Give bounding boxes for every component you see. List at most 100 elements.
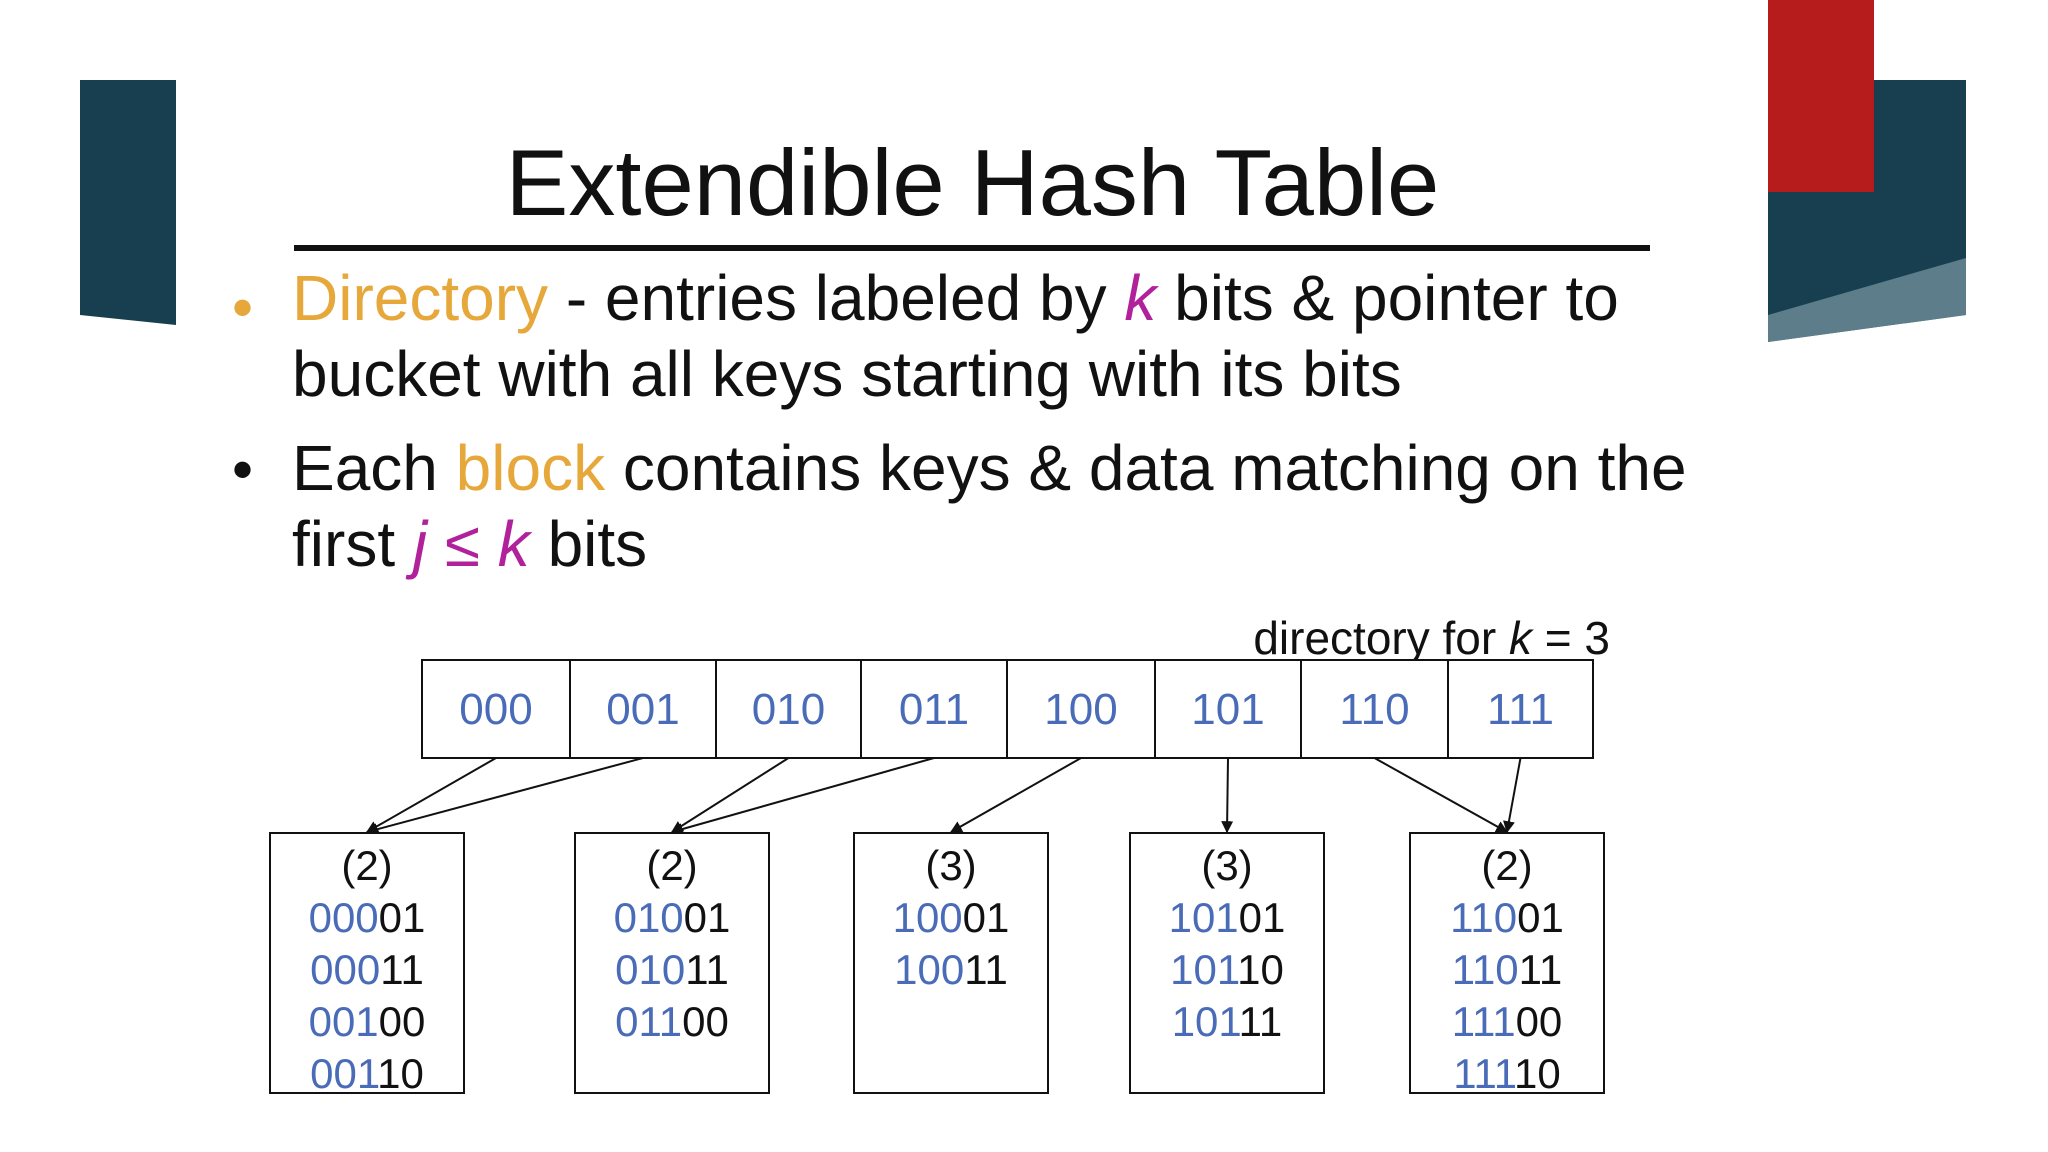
bucket-key: 10011 <box>855 944 1047 996</box>
key-prefix-bits: 010 <box>613 894 684 941</box>
bullet-marker-2: • <box>232 436 254 503</box>
key-prefix-bits: 000 <box>310 946 381 993</box>
pointer-arrow-100 <box>949 757 1082 833</box>
directory-caption-var: k <box>1508 612 1532 664</box>
key-suffix-bits: 00 <box>378 998 426 1045</box>
bullet-1-part-0: Directory <box>292 262 549 334</box>
bucket-key: 01011 <box>576 944 768 996</box>
key-prefix-bits: 010 <box>615 946 686 993</box>
bullet-block: Each block contains keys & data matching… <box>292 430 1752 582</box>
bucket-key: 10101 <box>1131 892 1323 944</box>
directory-entry-000: 000 <box>421 659 571 759</box>
slide-title: Extendible Hash Table <box>505 130 1440 235</box>
bucket-local-depth: (2) <box>341 842 393 889</box>
key-suffix-bits: 01 <box>1517 894 1564 941</box>
key-prefix-bits: 001 <box>308 998 379 1045</box>
bullet-2-part-4: bits <box>529 508 648 580</box>
directory-entry-111: 111 <box>1447 659 1594 759</box>
key-suffix-bits: 10 <box>1514 1050 1561 1097</box>
decorative-left-banner <box>80 80 176 325</box>
bullet-2-part-2: contains keys & data matching on the fir… <box>292 432 1687 580</box>
directory-cell <box>1154 659 1302 759</box>
key-prefix-bits: 001 <box>310 1050 378 1097</box>
bullet-2-part-3: j ≤ k <box>412 508 530 580</box>
directory-entry-label: 101 <box>1191 685 1264 734</box>
directory-entry-110: 110 <box>1300 659 1449 759</box>
key-suffix-bits: 11 <box>685 946 729 993</box>
key-suffix-bits: 00 <box>682 998 729 1045</box>
bucket-key: 01001 <box>576 892 768 944</box>
key-prefix-bits: 000 <box>308 894 379 941</box>
directory-entry-label: 110 <box>1339 685 1409 734</box>
bucket-key: 00100 <box>271 996 463 1048</box>
key-prefix-bits: 101 <box>1168 894 1239 941</box>
pointer-arrow-011 <box>670 757 935 835</box>
key-prefix-bits: 111 <box>1453 1050 1514 1097</box>
key-prefix-bits: 111 <box>1451 998 1516 1045</box>
bucket-key: 10001 <box>855 892 1047 944</box>
key-prefix-bits: 011 <box>615 998 683 1045</box>
directory-entry-label: 000 <box>459 685 532 734</box>
directory-cell <box>569 659 717 759</box>
bucket-key: 11100 <box>1411 996 1603 1048</box>
bucket-key: 10110 <box>1131 944 1323 996</box>
directory-cell <box>860 659 1008 759</box>
key-prefix-bits: 101 <box>1171 998 1239 1045</box>
key-prefix-bits: 100 <box>892 894 963 941</box>
key-suffix-bits: 01 <box>1238 894 1286 941</box>
bucket-local-depth: (2) <box>1481 842 1533 889</box>
key-suffix-bits: 11 <box>1518 946 1563 993</box>
pointer-arrow-101 <box>1221 757 1234 834</box>
directory-caption-suffix: = 3 <box>1531 612 1610 664</box>
bullet-1-part-1: - entries labeled by <box>548 262 1125 334</box>
bucket-key: 00001 <box>271 892 463 944</box>
bullet-1-part-3: bits & pointer to bucket with all keys s… <box>292 262 1619 410</box>
directory-entry-001: 001 <box>569 659 717 759</box>
bucket-key: 11001 <box>1411 892 1603 944</box>
pointer-arrows <box>365 757 1522 835</box>
directory-entry-label: 011 <box>899 685 969 734</box>
decorative-right-banner <box>1768 0 1966 342</box>
bucket-local-depth: (2) <box>646 842 698 889</box>
bucket-key: 00110 <box>271 1048 463 1100</box>
directory-caption-prefix: directory for <box>1253 612 1509 664</box>
directory-cell <box>715 659 862 759</box>
bullet-directory: Directory - entries labeled by k bits & … <box>292 260 1752 412</box>
bullet-2-part-0: Each <box>292 432 456 504</box>
pointer-arrow-001 <box>365 757 644 835</box>
key-suffix-bits: 10 <box>1237 946 1284 993</box>
bullet-2-part-1: block <box>455 432 606 504</box>
key-prefix-bits: 110 <box>1450 894 1518 941</box>
bucket-key: 11110 <box>1411 1048 1603 1100</box>
bucket-key: 10111 <box>1131 996 1323 1048</box>
key-suffix-bits: 10 <box>377 1050 424 1097</box>
directory-entry-label: 010 <box>752 685 825 734</box>
key-prefix-bits: 101 <box>1170 946 1238 993</box>
pointer-arrow-010 <box>670 757 790 833</box>
title-underline <box>294 245 1650 251</box>
directory-entry-011: 011 <box>860 659 1008 759</box>
key-suffix-bits: 01 <box>378 894 426 941</box>
directory-cell <box>1447 659 1594 759</box>
directory-cell <box>1006 659 1156 759</box>
directory-entry-label: 001 <box>606 685 679 734</box>
key-suffix-bits: 00 <box>1515 998 1563 1045</box>
directory-entry-label: 100 <box>1044 685 1117 734</box>
directory-row: 000 001 010 011 100 101 110 111 <box>421 659 1594 759</box>
bucket-local-depth: (3) <box>1201 842 1253 889</box>
pointer-arrow-110 <box>1374 757 1509 833</box>
key-suffix-bits: 01 <box>683 894 731 941</box>
directory-caption: directory for k = 3 <box>1150 610 1610 666</box>
key-suffix-bits: 11 <box>964 946 1008 993</box>
bullet-1-part-2: k <box>1124 262 1157 334</box>
bucket-local-depth: (3) <box>925 842 977 889</box>
directory-cell <box>421 659 571 759</box>
directory-entry-101: 101 <box>1154 659 1302 759</box>
directory-entry-label: 111 <box>1487 685 1554 734</box>
